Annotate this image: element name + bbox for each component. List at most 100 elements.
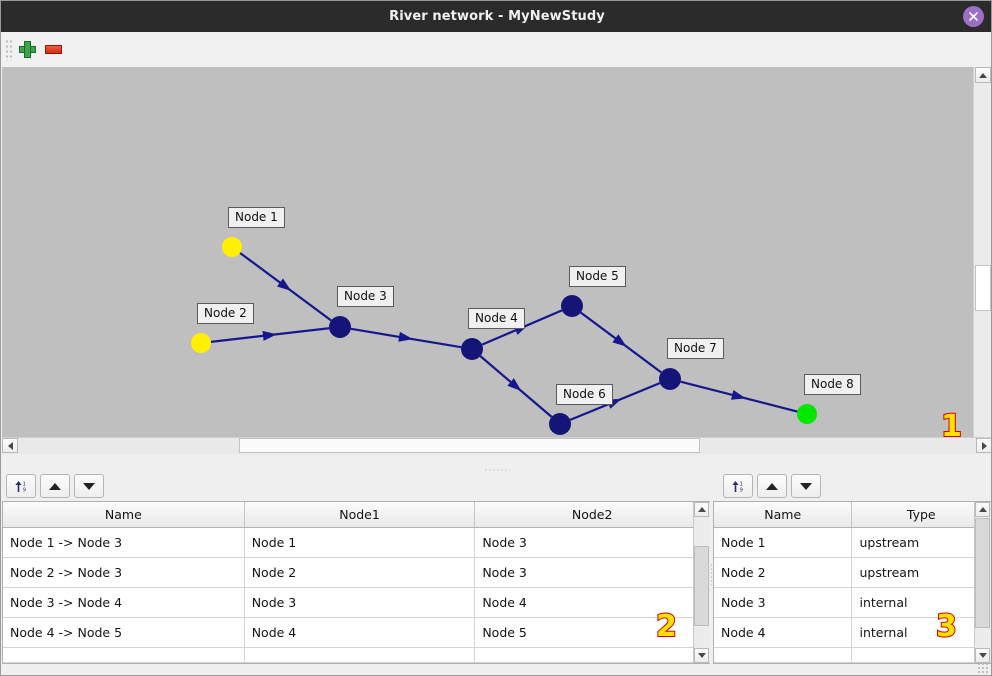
table-cell[interactable]: Node 4 -> Node 5 <box>3 617 245 648</box>
node-label-node-4[interactable]: Node 4 <box>468 308 525 329</box>
graph-node-node-7[interactable] <box>659 368 681 390</box>
table-cell[interactable]: Node 3 <box>474 527 710 558</box>
graph-horizontal-scrollbar[interactable] <box>2 437 991 454</box>
nodes-table-scrollbar[interactable] <box>974 502 991 663</box>
reaches-column-header-node2[interactable]: Node2 <box>474 502 710 528</box>
table-cell[interactable]: Node 4 <box>244 617 476 648</box>
add-node-button[interactable] <box>14 37 40 63</box>
graph-hscroll-thumb[interactable] <box>239 438 700 453</box>
close-icon <box>969 12 978 21</box>
node-label-node-3[interactable]: Node 3 <box>337 286 394 307</box>
scroll-up-button[interactable] <box>975 502 990 517</box>
reaches-column-header-node1[interactable]: Node1 <box>244 502 476 528</box>
reaches-column-header-name[interactable]: Name <box>3 502 245 528</box>
graph-node-node-6[interactable] <box>549 413 571 435</box>
table-cell[interactable] <box>244 647 476 663</box>
table-cell[interactable]: internal <box>851 587 991 618</box>
window-resize-grip[interactable] <box>977 662 988 673</box>
graph-node-node-3[interactable] <box>329 316 351 338</box>
table-cell[interactable]: internal <box>851 617 991 648</box>
river-network-canvas[interactable]: Node 1 Node 2 Node 3 Node 4 Node 5 Node 6 Node… <box>2 67 974 454</box>
nodes-column-header-type[interactable]: Type <box>851 502 991 528</box>
table-cell[interactable]: Node 2 <box>244 557 476 588</box>
node-label-node-5[interactable]: Node 5 <box>569 266 626 287</box>
scroll-right-button[interactable] <box>976 438 991 453</box>
table-cell[interactable]: Node 3 <box>244 587 476 618</box>
nodes-scroll-thumb[interactable] <box>975 518 990 628</box>
vertical-splitter[interactable] <box>710 471 713 675</box>
triangle-down-icon <box>800 482 812 490</box>
node-label-node-2[interactable]: Node 2 <box>197 303 254 324</box>
scroll-down-button[interactable] <box>975 648 990 663</box>
move-up-button[interactable] <box>40 474 70 498</box>
triangle-up-icon <box>978 507 987 512</box>
table-cell[interactable]: upstream <box>851 557 991 588</box>
table-cell[interactable]: Node 3 <box>474 557 710 588</box>
node-label-node-7[interactable]: Node 7 <box>667 338 724 359</box>
node-label-node-6[interactable]: Node 6 <box>556 384 613 405</box>
scroll-up-button[interactable] <box>694 502 709 517</box>
graph-node-node-5[interactable] <box>561 295 583 317</box>
graph-node-node-8[interactable] <box>797 404 817 424</box>
graph-node-node-1[interactable] <box>222 237 242 257</box>
edge-arrow-icon <box>276 278 292 291</box>
table-cell[interactable]: Node 3 <box>714 587 853 618</box>
table-cell[interactable]: Node 1 <box>244 527 476 558</box>
move-up-button[interactable] <box>757 474 787 498</box>
svg-text:1: 1 <box>739 481 742 487</box>
toolbar-drag-handle[interactable] <box>5 38 14 61</box>
table-cell[interactable] <box>3 647 245 663</box>
svg-text:1: 1 <box>22 481 25 487</box>
table-cell[interactable]: Node 2 <box>714 557 853 588</box>
table-row-empty[interactable] <box>714 647 991 663</box>
scroll-up-button[interactable] <box>975 67 991 83</box>
triangle-down-icon <box>697 653 706 658</box>
table-cell[interactable] <box>474 647 710 663</box>
graph-node-node-4[interactable] <box>461 338 483 360</box>
graph-node-node-2[interactable] <box>191 333 211 353</box>
nodes-column-header-name[interactable]: Name <box>714 502 853 528</box>
close-button[interactable] <box>963 6 984 27</box>
scroll-left-button[interactable] <box>2 438 18 453</box>
node-label-node-8[interactable]: Node 8 <box>804 374 861 395</box>
table-cell[interactable]: Node 1 -> Node 3 <box>3 527 245 558</box>
move-down-button[interactable] <box>791 474 821 498</box>
reaches-scroll-thumb[interactable] <box>694 546 709 626</box>
table-cell[interactable]: upstream <box>851 527 991 558</box>
reaches-table-scrollbar[interactable] <box>693 502 710 663</box>
sort-arrow-up-icon: 19 <box>731 480 742 493</box>
remove-node-button[interactable] <box>40 37 66 63</box>
table-cell[interactable]: Node 2 -> Node 3 <box>3 557 245 588</box>
node-label-node-1[interactable]: Node 1 <box>228 207 285 228</box>
table-cell[interactable]: Node 4 <box>474 587 710 618</box>
table-row-empty[interactable] <box>3 647 710 663</box>
horizontal-splitter[interactable] <box>2 467 991 473</box>
table-cell[interactable] <box>851 647 991 663</box>
table-cell[interactable]: Node 5 <box>474 617 710 648</box>
graph-vertical-scrollbar[interactable] <box>973 67 991 454</box>
triangle-left-icon <box>7 441 13 450</box>
table-cell[interactable] <box>714 647 853 663</box>
table-cell[interactable]: Node 1 <box>714 527 853 558</box>
table-cell[interactable]: Node 4 <box>714 617 853 648</box>
graph-vscroll-thumb[interactable] <box>975 265 991 311</box>
scroll-down-button[interactable] <box>694 648 709 663</box>
table-cell[interactable]: Node 3 -> Node 4 <box>3 587 245 618</box>
move-down-button[interactable] <box>74 474 104 498</box>
